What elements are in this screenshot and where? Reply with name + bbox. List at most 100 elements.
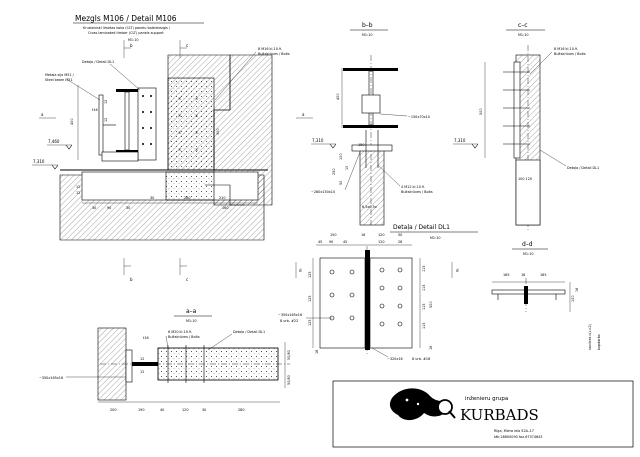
cc-bolts-count: 8 M16 kl.10.9. bbox=[554, 47, 578, 51]
svg-text:×: × bbox=[195, 96, 198, 101]
beam-left-flange bbox=[98, 94, 104, 156]
dd-dim-16: 16 bbox=[521, 273, 525, 277]
bb-plate2-leader bbox=[344, 151, 361, 191]
beam-top-flange bbox=[116, 89, 138, 92]
dl1-sec-d-label: d bbox=[456, 268, 459, 273]
aa-detail-ref: Detaļa / Detail DL1 bbox=[233, 330, 265, 334]
dl1-right-dims: 115 115 115 115 500 16 18 bbox=[315, 258, 433, 354]
aa-dim-200: 200 bbox=[110, 408, 116, 412]
dim-small-12a: 12 bbox=[76, 185, 80, 189]
section-a-left-label: a bbox=[41, 112, 44, 117]
dl1-top-dim-45b: 45 bbox=[343, 240, 347, 244]
level-7460-marker bbox=[65, 144, 73, 150]
bb-plate2-label: ~280x150x10 bbox=[311, 190, 335, 194]
dl1-sec-d-label-left: d bbox=[299, 268, 302, 273]
dl1-top-dim-16: 16 bbox=[361, 233, 365, 237]
bb-dim-10: 10 bbox=[345, 166, 349, 170]
dim-12a: 12 bbox=[104, 100, 108, 104]
bb-bolts-count: 4 M12 kl.10.9. bbox=[401, 185, 425, 189]
aa-scale: M1:10 bbox=[186, 319, 197, 323]
logo-company: KURBADS bbox=[460, 406, 539, 424]
title-block: inženieru grupa KURBADS Rīga, Miera iela… bbox=[332, 380, 634, 448]
bb-dim-400: 400 bbox=[336, 94, 340, 100]
section-c-top-label: c bbox=[186, 43, 188, 48]
svg-text:×: × bbox=[195, 147, 198, 152]
dl1-plate-label: ~350x165x16 bbox=[278, 313, 302, 317]
clt-panel bbox=[167, 77, 215, 171]
logo-address: Rīga, Miera iela 52A–17 bbox=[494, 429, 534, 433]
bb-title: b–b bbox=[362, 22, 373, 29]
dim-160: 160 bbox=[222, 206, 228, 210]
svg-text:×: × bbox=[178, 113, 181, 118]
bb-dim-50: 50 bbox=[339, 181, 343, 185]
steel-beam-label-en: Steel beam M51 bbox=[45, 78, 73, 82]
dl1-top-dim2-50: 50 bbox=[398, 233, 402, 237]
aa-left-dim-12b: 12 bbox=[140, 370, 144, 374]
aa-bolts-label: Bultskrūves / Bolts bbox=[168, 335, 200, 339]
dl1-top-dim-28: 28 bbox=[398, 240, 402, 244]
main-t16: t16 bbox=[92, 108, 98, 112]
aa-t16: t16 bbox=[143, 336, 149, 340]
dim-280: 280 bbox=[184, 196, 190, 200]
detail-ref-leader bbox=[109, 63, 141, 91]
aa-left-dim-12a: 12 bbox=[140, 357, 144, 361]
dd-plate bbox=[491, 289, 566, 295]
aa-dim-280: 280 bbox=[238, 408, 244, 412]
aa-bolts-leader bbox=[165, 335, 169, 349]
dl1-left-dim-125a: 125 bbox=[308, 272, 312, 278]
kurbads-logo-icon bbox=[389, 388, 456, 421]
dl1-right-dim-115b: 115 bbox=[422, 285, 426, 291]
steel-beam-leader bbox=[67, 79, 101, 101]
beam-bottom-flange bbox=[116, 150, 138, 153]
detail-ref-main: Detaļa / Detail DL1 bbox=[82, 60, 114, 64]
dl1-top-dim-90: 90 bbox=[329, 240, 333, 244]
dim-300: 300 bbox=[216, 129, 220, 135]
dl1-bolt-holes bbox=[329, 267, 403, 327]
main-bolts-leader bbox=[214, 51, 257, 101]
level-7310-marker bbox=[51, 164, 59, 170]
cc-level-marker bbox=[471, 143, 479, 149]
dl1-plate2-count: 8 urb. #18 bbox=[412, 357, 430, 361]
section-dd: d–d M1:10 165 16 165 100 16 savilces c(L… bbox=[491, 241, 601, 350]
section-a-right-label: a bbox=[302, 112, 305, 117]
dim-30b: 30 bbox=[126, 206, 130, 210]
dim-210: 210 bbox=[219, 196, 225, 200]
aa-bolts-count: 6 M20 kl.10.9. bbox=[168, 330, 192, 334]
dl1-right-dim-115c: 115 bbox=[422, 304, 426, 310]
dim-12b: 12 bbox=[104, 118, 108, 122]
steel-beam-label-lv: Metala sija M51 / bbox=[45, 73, 75, 77]
dl1-web bbox=[365, 250, 370, 350]
main-subtitle-en: Cross laminated timber (CLT) panels supp… bbox=[88, 31, 164, 35]
aa-plate-label: ~350x165x16 bbox=[39, 376, 63, 380]
cc-detail-ref: Detaļa / Detail DL1 bbox=[567, 166, 599, 170]
dl1-right-dim-115a: 115 bbox=[422, 266, 426, 272]
cc-detail-leader bbox=[539, 149, 567, 167]
aa-detail-leader bbox=[207, 333, 233, 351]
aa-plate bbox=[125, 349, 133, 383]
dl1-right-dim-115d: 115 bbox=[422, 323, 426, 329]
bb-level: 7,310 bbox=[312, 138, 324, 143]
beam-web bbox=[124, 91, 130, 151]
dim-90: 90 bbox=[107, 206, 111, 210]
bb-dim-150: 150 bbox=[358, 143, 364, 147]
cc-bolts bbox=[503, 71, 530, 145]
dl1-plate2-label: ~320x16 bbox=[387, 357, 403, 361]
svg-text:×: × bbox=[178, 96, 181, 101]
cc-bolts-leader bbox=[529, 51, 553, 75]
main-bolts-label: Bultskrūves / Bolts bbox=[258, 52, 290, 56]
plate-bolts bbox=[142, 95, 152, 145]
bb-dim-weld: 6,5x0,5x bbox=[362, 205, 377, 209]
main-title: Mezgls M106 / Detail M106 bbox=[75, 14, 177, 23]
aa-right-dims: 50/80 50/80 bbox=[284, 342, 291, 388]
dl1-plate-count: 8 urb. #22 bbox=[280, 319, 298, 323]
bolt-marks-main: ×× ×× ×× ×× bbox=[178, 96, 198, 152]
aa-right-dim-b: 50/80 bbox=[287, 375, 291, 385]
cc-level: 7,310 bbox=[454, 138, 466, 143]
bb-scale: M1:10 bbox=[362, 33, 373, 37]
title-block-frame bbox=[332, 380, 634, 448]
main-bolts-count: 8 M16 kl.10.9. bbox=[258, 47, 282, 51]
cc-plate bbox=[513, 61, 521, 159]
cc-lower bbox=[515, 159, 541, 226]
aa-left-dims: 12 12 bbox=[140, 357, 144, 374]
